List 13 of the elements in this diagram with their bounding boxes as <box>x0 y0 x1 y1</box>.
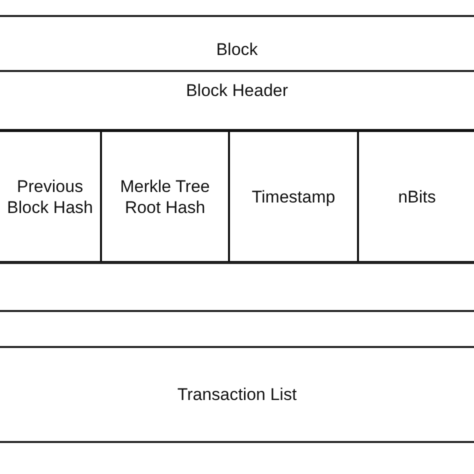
field-label: Previous Block Hash <box>6 176 94 218</box>
field-cell <box>359 129 474 264</box>
field-cell <box>102 129 230 264</box>
header-title: Block Header <box>184 80 290 101</box>
transaction-list-band <box>0 346 474 443</box>
section-label: Transaction List <box>176 384 298 405</box>
field-cell <box>230 129 359 264</box>
field-label: Merkle Tree Root Hash <box>119 176 211 218</box>
field-label: nBits <box>397 186 437 207</box>
block-header-box <box>0 70 474 262</box>
field-label: Timestamp <box>250 186 336 207</box>
block-title: Block <box>215 39 259 60</box>
field-cell <box>0 129 102 264</box>
